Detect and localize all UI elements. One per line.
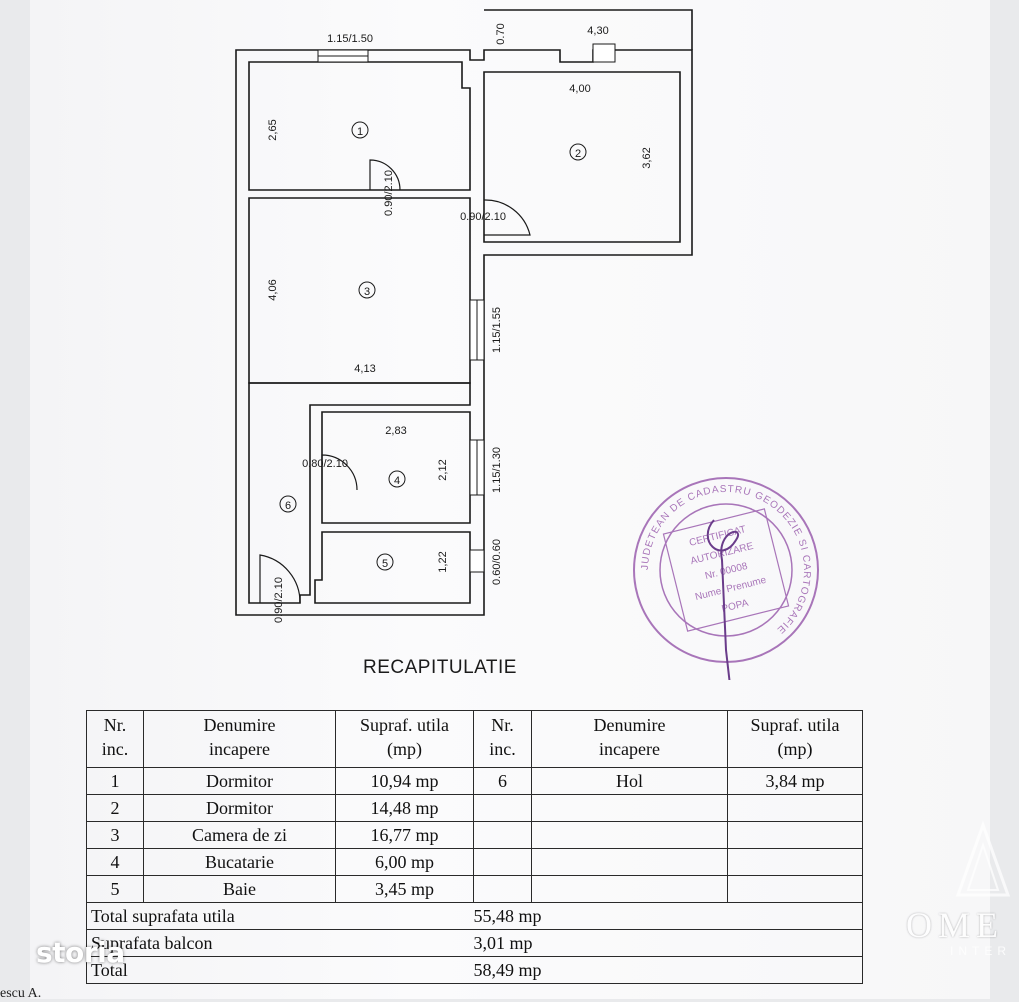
cell-name: Dormitor [143, 767, 336, 795]
total-value: 58,49 mp [473, 956, 863, 984]
table-row: 1 Dormitor 10,94 mp 6 Hol 3,84 mp [86, 767, 863, 795]
dim-window-room5: 0.60/0.60 [491, 539, 503, 585]
window-balcony [592, 43, 616, 63]
balcony-outline [484, 9, 693, 50]
door-swing-entrance [259, 554, 301, 604]
dim-room2-height: 3,62 [641, 147, 653, 168]
recap-title: RECAPITULATIE [363, 657, 517, 678]
total-label: Total suprafata utila [86, 902, 474, 930]
window-room5 [469, 549, 485, 573]
dim-door-room2: 0.90/2.10 [460, 211, 506, 223]
dim-room1-height: 2,65 [267, 119, 279, 140]
omega-watermark: OME [906, 905, 1004, 945]
room-number-2: 2 [575, 148, 581, 160]
cell-area: 14,48 mp [335, 794, 474, 822]
cell-nr: 5 [86, 875, 144, 903]
storia-watermark: storia [36, 936, 125, 969]
header-suprafata: Supraf. utila(mp) [335, 710, 474, 768]
dim-balcony-width: 4,30 [587, 25, 608, 37]
dim-window-room3: 1.15/1.55 [491, 307, 503, 353]
dim-door-entrance: 0.90/2.10 [273, 577, 285, 623]
official-stamp: JUDETEAN DE CADASTRU GEODEZIE SI CARTOGR… [633, 477, 819, 680]
total-value: 55,48 mp [473, 902, 863, 930]
header-nr-2: Nr.inc. [473, 710, 532, 768]
cell-name-2 [531, 821, 728, 849]
hall-outline [248, 382, 471, 604]
cell-area-2 [727, 875, 863, 903]
room-number-4: 4 [394, 475, 400, 487]
total-row: Total suprafata utila 55,48 mp [86, 902, 863, 930]
door-swing-room1 [369, 159, 401, 191]
total-value: 3,01 mp [473, 929, 863, 957]
cell-area: 10,94 mp [335, 767, 474, 795]
omega-subtitle: INTER [950, 944, 1011, 958]
dim-door-room4: 0.80/2.10 [302, 458, 348, 470]
floor-plan: 1 2 3 4 6 5 1.15/1.50 4,30 4,00 0.90/2.1… [235, 9, 693, 623]
dim-window-room4: 1.15/1.30 [491, 447, 503, 493]
dim-door-room1: 0.90/2.10 [383, 170, 395, 216]
dim-room4-height: 2,12 [437, 459, 449, 480]
cell-nr-2: 6 [473, 767, 532, 795]
cell-name-2 [531, 794, 728, 822]
stamp-line-3: Nr. 00008 [704, 561, 749, 582]
inner-wall-outline [248, 61, 471, 191]
omega-logo-icon [955, 820, 1011, 897]
outer-wall [235, 49, 693, 616]
cell-area-2 [727, 848, 863, 876]
dim-room3-width: 4,13 [354, 363, 375, 375]
cell-nr: 2 [86, 794, 144, 822]
cell-name-2 [531, 848, 728, 876]
room-number-6: 5 [382, 558, 388, 570]
corner-text: escu A. [0, 986, 42, 1001]
table-row: 2 Dormitor 14,48 mp [86, 794, 863, 822]
cell-name: Baie [143, 875, 336, 903]
table-row: 3 Camera de zi 16,77 mp [86, 821, 863, 849]
room2-outline [483, 71, 681, 243]
cell-area: 16,77 mp [335, 821, 474, 849]
cell-nr-2 [473, 821, 532, 849]
total-row: Suprafata balcon 3,01 mp [86, 929, 863, 957]
cell-area-2 [727, 794, 863, 822]
cell-nr-2 [473, 848, 532, 876]
cell-nr-2 [473, 794, 532, 822]
dim-room4-width: 2,83 [385, 425, 406, 437]
dim-room5-height: 1,22 [437, 551, 449, 572]
cell-area-2 [727, 821, 863, 849]
cell-nr: 4 [86, 848, 144, 876]
cell-name-2: Hol [531, 767, 728, 795]
cell-nr: 1 [86, 767, 144, 795]
room-number-3: 3 [364, 286, 370, 298]
cell-name: Dormitor [143, 794, 336, 822]
table-row: 5 Baie 3,45 mp [86, 875, 863, 903]
total-label: Total [86, 956, 474, 984]
bath-outline [314, 531, 471, 604]
cell-name: Bucatarie [143, 848, 336, 876]
cell-name-2 [531, 875, 728, 903]
cell-area: 6,00 mp [335, 848, 474, 876]
signature [706, 519, 739, 680]
cell-area-2: 3,84 mp [727, 767, 863, 795]
header-nr: Nr.inc. [86, 710, 144, 768]
cell-name: Camera de zi [143, 821, 336, 849]
cell-nr-2 [473, 875, 532, 903]
cell-area: 3,45 mp [335, 875, 474, 903]
room-number-1: 1 [357, 126, 363, 138]
door-swing-room4 [321, 454, 358, 491]
table-row: 4 Bucatarie 6,00 mp [86, 848, 863, 876]
total-row: Total 58,49 mp [86, 956, 863, 984]
header-suprafata-2: Supraf. utila(mp) [727, 710, 863, 768]
room-number-5: 6 [285, 500, 291, 512]
dim-room3-height: 4,06 [267, 279, 279, 300]
dim-room2-width: 4,00 [569, 83, 590, 95]
door-swing-room2 [483, 199, 531, 236]
dim-window-top: 1.15/1.50 [327, 33, 373, 45]
cell-nr: 3 [86, 821, 144, 849]
total-label: Suprafata balcon [86, 929, 474, 957]
dim-balcony-depth: 0.70 [495, 23, 507, 44]
